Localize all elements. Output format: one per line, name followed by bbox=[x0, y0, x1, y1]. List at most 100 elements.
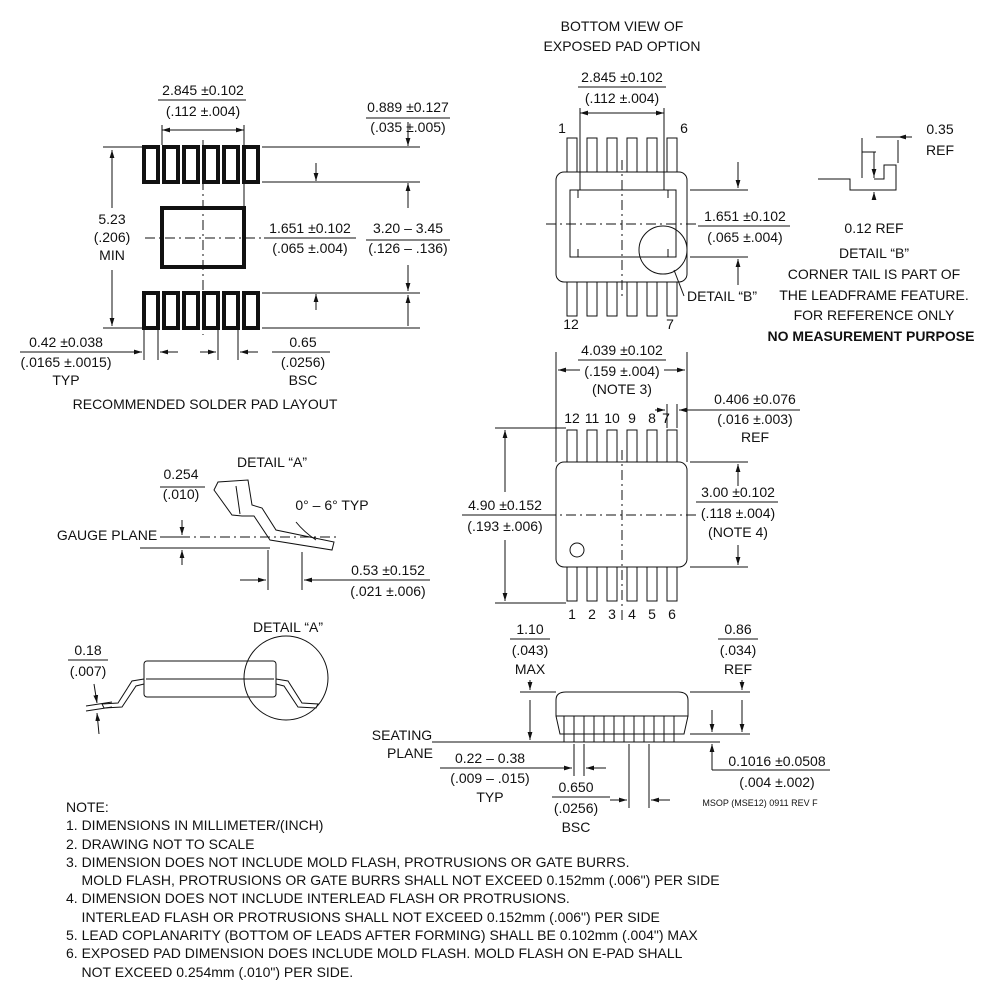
top-view-pin-8: 8 bbox=[648, 410, 656, 426]
solder-min-dim-mm: 5.23 bbox=[98, 211, 125, 227]
bottom-view-top-dim-in: (.112 ±.004) bbox=[585, 90, 659, 106]
side-right-standoff-dim-mm: 0.1016 ±0.0508 bbox=[728, 753, 825, 769]
detail-a-foot-dim-in: (.021 ±.006) bbox=[350, 583, 425, 599]
solder-pad-length-in: (.035 ±.005) bbox=[370, 119, 445, 135]
side-right-ref-dim-in: (.034) bbox=[720, 642, 757, 658]
detail-b: 0.35 REF 0.12 REF DETAIL “B” CORNER TAIL… bbox=[768, 121, 975, 344]
top-view-width-dim-in: (.159 ±.004) bbox=[584, 363, 659, 379]
side-right-max-label: MAX bbox=[515, 661, 546, 677]
bottom-view-epad-dim-mm: 1.651 ±0.102 bbox=[704, 208, 786, 224]
note-line: 4. DIMENSION DOES NOT INCLUDE INTERLEAD … bbox=[66, 890, 570, 907]
bottom-view-pin-1: 1 bbox=[558, 120, 566, 136]
detail-b-line-4: NO MEASUREMENT PURPOSE bbox=[768, 328, 975, 344]
top-view-body-dim-in: (.118 ±.004) bbox=[701, 505, 775, 521]
gauge-plane-label: GAUGE PLANE bbox=[57, 527, 157, 543]
note-line: 2. DRAWING NOT TO SCALE bbox=[66, 835, 255, 852]
top-view-pin-10: 10 bbox=[604, 410, 620, 426]
solder-span-dim-in: (.126 – .136) bbox=[368, 240, 447, 256]
seating-plane-label-1: SEATING bbox=[372, 727, 432, 743]
solder-top-dim-in: (.112 ±.004) bbox=[166, 103, 240, 119]
solder-pad-layout: 2.845 ±0.102 (.112 ±.004) 0.889 ±0.127 (… bbox=[20, 82, 450, 412]
side-right-pitch-dim-mm: 0.650 bbox=[558, 779, 593, 795]
note-line: INTERLEAD FLASH OR PROTRUSIONS SHALL NOT… bbox=[66, 908, 660, 925]
top-view-pin-11: 11 bbox=[585, 410, 600, 426]
side-view-right: 1.10 (.043) MAX 0.86 (.034) REF SEATING bbox=[372, 621, 830, 835]
side-right-pitch-dim-in: (.0256) bbox=[554, 800, 598, 816]
detail-a-gauge-dim-in: (.010) bbox=[163, 486, 200, 502]
top-view-pin-6: 6 bbox=[668, 606, 676, 622]
solder-pad-length-mm: 0.889 ±0.127 bbox=[367, 99, 449, 115]
top-view-length-dim-in: (.193 ±.006) bbox=[467, 518, 542, 534]
note-line: 1. DIMENSIONS IN MILLIMETER/(INCH) bbox=[66, 817, 324, 834]
top-view-pin-2: 2 bbox=[588, 606, 596, 622]
note-line: 3. DIMENSION DOES NOT INCLUDE MOLD FLASH… bbox=[66, 853, 630, 870]
exposed-pad bbox=[569, 189, 677, 258]
notes-heading: NOTE: bbox=[66, 799, 109, 815]
side-right-ref-dim-mm: 0.86 bbox=[724, 621, 751, 637]
top-view: 4.039 ±0.102 (.159 ±.004) (NOTE 3) 12 11… bbox=[462, 342, 800, 622]
top-view-lead-label: REF bbox=[741, 429, 769, 445]
top-view-pin-12: 12 bbox=[564, 410, 580, 426]
top-view-body-dim-mm: 3.00 ±0.102 bbox=[701, 484, 775, 500]
detail-a-circle bbox=[243, 635, 329, 721]
bottom-pad-row bbox=[142, 291, 260, 330]
top-view-lead-dim-in: (.016 ±.003) bbox=[717, 411, 792, 427]
solder-epad-dim-in: (.065 ±.004) bbox=[272, 240, 347, 256]
detail-b-title: DETAIL “B” bbox=[839, 245, 909, 261]
detail-b-line-1: CORNER TAIL IS PART OF bbox=[788, 266, 960, 282]
side-left-left-lead bbox=[101, 678, 145, 709]
detail-b-ref-top-label: REF bbox=[926, 142, 954, 158]
detail-a-lead bbox=[213, 479, 335, 551]
detail-a-angle: 0° – 6° TYP bbox=[295, 497, 368, 513]
solder-min-dim-in: (.206) bbox=[94, 229, 131, 245]
detail-a-title: DETAIL “A” bbox=[237, 454, 307, 470]
pin-1-marker bbox=[569, 542, 585, 558]
side-left-detail-label: DETAIL “A” bbox=[253, 619, 323, 635]
solder-pitch-dim-in: (.0256) bbox=[281, 354, 325, 370]
detail-a-gauge-dim-mm: 0.254 bbox=[163, 466, 198, 482]
drawing-id: MSOP (MSE12) 0911 REV F bbox=[702, 798, 818, 808]
top-view-bottom-leads bbox=[566, 566, 678, 602]
bottom-view: BOTTOM VIEW OF EXPOSED PAD OPTION 2.845 … bbox=[544, 18, 790, 332]
note-line: NOT EXCEED 0.254mm (.010") PER SIDE. bbox=[66, 963, 354, 980]
top-view-pin-7: 7 bbox=[662, 410, 670, 426]
side-right-body bbox=[555, 691, 689, 717]
detail-b-line-3: FOR REFERENCE ONLY bbox=[794, 307, 955, 323]
bottom-view-epad-dim-in: (.065 ±.004) bbox=[707, 229, 782, 245]
side-right-pitch-label: BSC bbox=[562, 819, 591, 835]
top-view-pin-4: 4 bbox=[628, 606, 636, 622]
side-left-dim-in: (.007) bbox=[70, 663, 107, 679]
top-view-lead-dim-mm: 0.406 ±0.076 bbox=[714, 391, 796, 407]
side-right-leads bbox=[563, 715, 675, 743]
detail-b-ref-top: 0.35 bbox=[926, 121, 953, 137]
solder-epad-dim-mm: 1.651 ±0.102 bbox=[269, 220, 351, 236]
side-right-standoff-dim-in: (.004 ±.002) bbox=[739, 774, 814, 790]
note-line: 5. LEAD COPLANARITY (BOTTOM OF LEADS AFT… bbox=[66, 927, 698, 944]
detail-a-foot-dim-mm: 0.53 ±0.152 bbox=[351, 562, 425, 578]
notes-block: NOTE: 1. DIMENSIONS IN MILLIMETER/(INCH)… bbox=[66, 798, 720, 981]
top-view-pin-3: 3 bbox=[608, 606, 616, 622]
side-view-left: 0.18 (.007) DETAIL “A” bbox=[68, 619, 329, 735]
note-line: 6. EXPOSED PAD DIMENSION DOES INCLUDE MO… bbox=[66, 945, 683, 962]
top-view-length-dim-mm: 4.90 ±0.152 bbox=[468, 497, 542, 513]
bottom-view-pin-12: 12 bbox=[563, 316, 579, 332]
bottom-view-pin-7: 7 bbox=[666, 316, 674, 332]
note-line: MOLD FLASH, PROTRUSIONS OR GATE BURRS SH… bbox=[66, 872, 720, 889]
side-left-dim-mm: 0.18 bbox=[74, 642, 101, 658]
side-right-lead-label: TYP bbox=[476, 789, 503, 805]
top-view-body-note: (NOTE 4) bbox=[708, 524, 768, 540]
solder-width-dim-in: (.0165 ±.0015) bbox=[21, 354, 112, 370]
solder-pitch-dim-mm: 0.65 bbox=[289, 334, 316, 350]
solder-pitch-label: BSC bbox=[289, 372, 318, 388]
solder-min-label: MIN bbox=[99, 247, 125, 263]
detail-a: DETAIL “A” 0.254 (.010) 0° – 6° TYP GAUG… bbox=[57, 454, 430, 599]
solder-width-dim-mm: 0.42 ±0.038 bbox=[29, 334, 103, 350]
detail-b-line-2: THE LEADFRAME FEATURE. bbox=[779, 287, 969, 303]
top-view-pin-5: 5 bbox=[648, 606, 656, 622]
bottom-view-detail-b-label: DETAIL “B” bbox=[687, 288, 757, 304]
solder-width-label: TYP bbox=[52, 372, 79, 388]
top-pad-row bbox=[142, 145, 260, 184]
bottom-view-title-1: BOTTOM VIEW OF bbox=[561, 18, 684, 34]
solder-span-dim-mm: 3.20 – 3.45 bbox=[373, 220, 443, 236]
